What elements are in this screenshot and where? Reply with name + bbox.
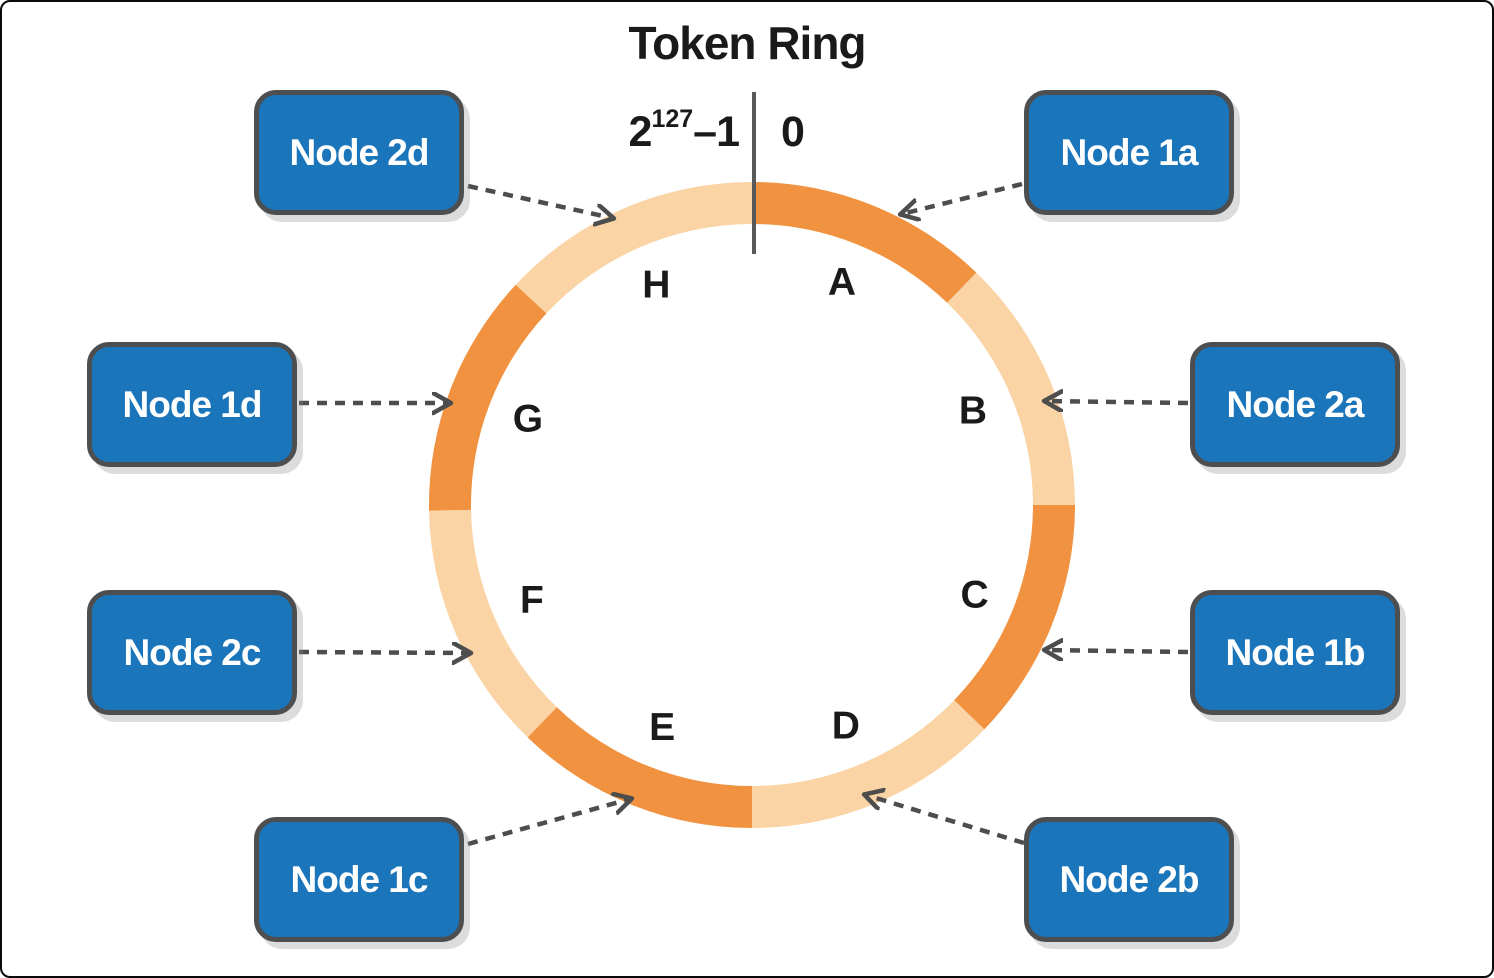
arrow-node-1a-to-A bbox=[902, 181, 1023, 214]
ring-segment-G bbox=[429, 284, 547, 511]
node-label-1b: Node 1b bbox=[1225, 631, 1366, 673]
node-arrows bbox=[298, 181, 1189, 847]
node-label-2a: Node 2a bbox=[1226, 383, 1365, 425]
ring-segment-D bbox=[752, 700, 985, 828]
node-box-2d: Node 2d bbox=[254, 90, 464, 215]
segment-label-B: B bbox=[959, 390, 987, 433]
segment-label-A: A bbox=[828, 261, 856, 304]
max-token-label: 2127–1 bbox=[628, 104, 740, 157]
node-box-1d: Node 1d bbox=[87, 342, 297, 467]
node-label-2c: Node 2c bbox=[123, 631, 262, 673]
min-token-label: 0 bbox=[781, 108, 805, 156]
segment-label-F: F bbox=[520, 579, 544, 622]
segment-label-H: H bbox=[642, 263, 670, 306]
ring-segment-H bbox=[515, 182, 752, 314]
arrow-node-1c-to-E bbox=[467, 799, 630, 847]
node-box-2c: Node 2c bbox=[87, 590, 297, 715]
node-box-1b: Node 1b bbox=[1190, 590, 1400, 715]
ring-segment-E bbox=[527, 707, 752, 828]
arrow-node-2a-to-B bbox=[1046, 401, 1189, 403]
arrow-node-1b-to-C bbox=[1046, 650, 1189, 652]
node-label-1a: Node 1a bbox=[1060, 131, 1199, 173]
node-label-2d: Node 2d bbox=[289, 131, 430, 173]
ring-segment-F bbox=[429, 509, 557, 738]
node-box-2b: Node 2b bbox=[1024, 817, 1234, 942]
arrow-node-2b-to-D bbox=[866, 795, 1025, 846]
segment-letters: A B C D E F G H bbox=[513, 261, 989, 749]
max-token-base: 2 bbox=[628, 108, 653, 156]
node-label-1c: Node 1c bbox=[290, 858, 429, 900]
ring-segment-B bbox=[947, 272, 1075, 505]
segment-label-E: E bbox=[649, 706, 675, 749]
node-box-1a: Node 1a bbox=[1024, 90, 1234, 215]
node-label-1d: Node 1d bbox=[122, 383, 263, 425]
max-token-exponent: 127 bbox=[651, 104, 694, 133]
arrow-node-2c-to-F bbox=[298, 652, 469, 653]
ring-segment-A bbox=[752, 182, 977, 303]
node-label-2b: Node 2b bbox=[1059, 858, 1200, 900]
node-box-1c: Node 1c bbox=[254, 817, 464, 942]
segment-label-C: C bbox=[960, 573, 988, 616]
arrow-node-2d-to-H bbox=[467, 183, 612, 218]
ring-segment-C bbox=[954, 505, 1075, 730]
segment-label-D: D bbox=[832, 704, 860, 747]
diagram-title: Token Ring bbox=[628, 17, 866, 69]
segment-label-G: G bbox=[513, 397, 543, 440]
node-box-2a: Node 2a bbox=[1190, 342, 1400, 467]
max-token-suffix: –1 bbox=[693, 108, 740, 156]
token-ring-circle bbox=[429, 182, 1075, 828]
